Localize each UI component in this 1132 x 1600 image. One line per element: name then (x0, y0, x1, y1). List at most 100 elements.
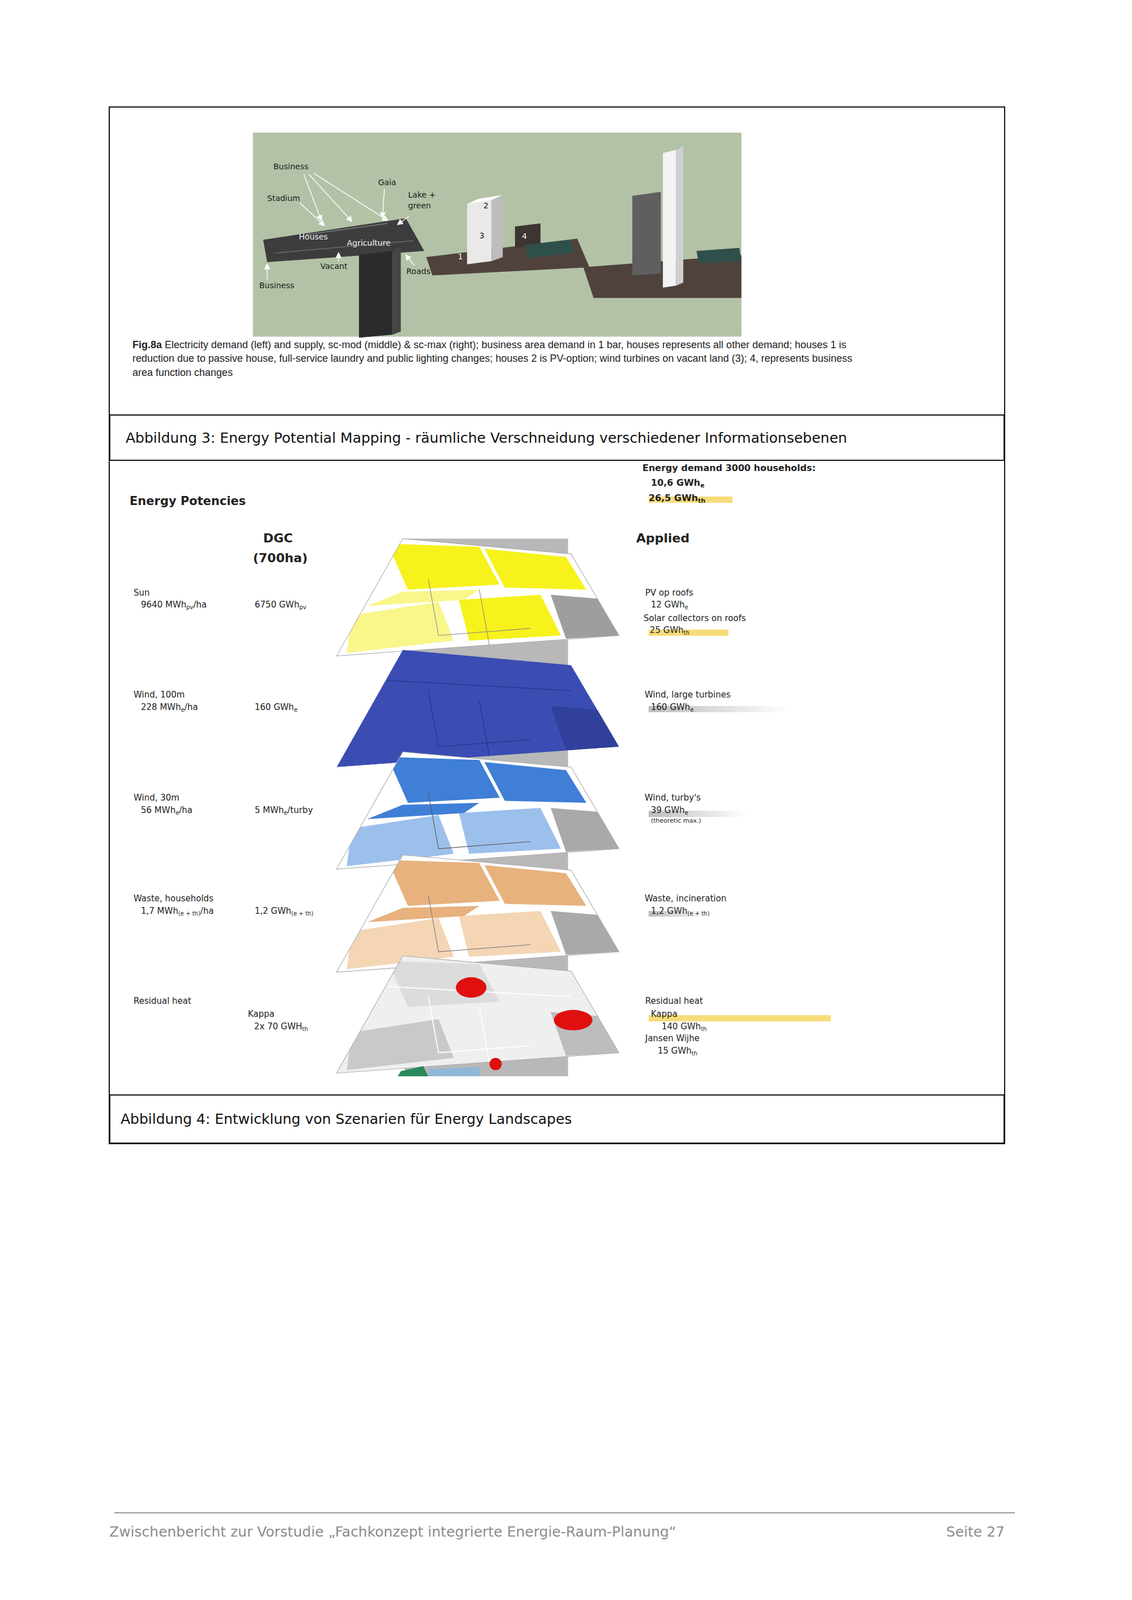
figure-label: 1,2 GWh (254, 905, 292, 916)
text-line: Waste, incineration (644, 893, 727, 904)
text-line: Gaia (378, 177, 397, 188)
text-line: Kappa (247, 1008, 275, 1020)
figure-label: Energy demand 3000 households: (642, 462, 816, 474)
text-line: Roads (406, 266, 431, 277)
unit-subscript: e (175, 809, 179, 816)
figure-label: 160 GWh (254, 701, 294, 713)
figure-label: Residual heat (645, 995, 703, 1006)
figure-label: 12 GWh (650, 599, 685, 610)
figure-label: 10,6 GWh (650, 477, 701, 488)
text-line: 2x 70 GWHth (254, 1021, 308, 1033)
figure-label: Wind, large turbines (644, 689, 731, 700)
figure-label: Seite 27 (946, 1523, 1005, 1540)
unit-subscript: th (697, 496, 706, 505)
text-line: Agriculture (346, 238, 391, 249)
text-line: 5 MWhe/turby (254, 804, 313, 817)
figure-label: Kappa (650, 1008, 678, 1019)
text-line: 160 GWhe (254, 701, 298, 714)
unit-subscript: e (700, 481, 705, 490)
unit-subscript: e (181, 706, 185, 713)
text-line: Residual heat (645, 995, 703, 1007)
text-line: Residual heat (133, 995, 192, 1007)
text-line: 6750 GWhpv (254, 599, 307, 612)
text-line: Sun (133, 587, 150, 599)
figure-label: 2x 70 GWH (254, 1021, 303, 1032)
unit-subscript: (e + th) (178, 910, 201, 917)
figure-label: (theoretic max.) (650, 816, 702, 825)
text-line: Stadium (267, 193, 300, 204)
text-line: PV op roofs (645, 587, 694, 599)
text-line: Solar collectors on roofs (643, 612, 746, 624)
text-line: 140 GWhth (661, 1021, 707, 1033)
text-line: 3 (479, 230, 485, 242)
text-line: Business (273, 161, 309, 173)
caption-text: Abbildung 3: Energy Potential Mapping - … (125, 429, 848, 447)
unit-subscript: th (691, 1049, 698, 1057)
text-line: 160 GWhe (650, 701, 694, 714)
figure-label: Houses (298, 232, 328, 242)
figure-label: 4 (521, 231, 527, 241)
unit-subscript: e (284, 809, 288, 816)
text-line: Wind, 100m (133, 689, 185, 701)
text-line: (700ha) (253, 550, 308, 566)
figure-label: Wind, turby's (644, 792, 701, 803)
text-line: Wind, large turbines (644, 689, 731, 701)
text-line: Jansen Wijhe (645, 1032, 700, 1044)
figure-label: Kappa (247, 1008, 275, 1019)
text-line: 9640 MWhpv/ha (140, 599, 207, 612)
text-line: Wind, turby's (644, 792, 701, 804)
text-line: (theoretic max.) (650, 816, 702, 825)
table-border (109, 106, 1005, 1144)
caption-text: Abbildung 4: Entwicklung von Szenarien f… (120, 1110, 572, 1127)
figure-label: Solar collectors on roofs (643, 612, 746, 624)
figure-label: Energy Potencies (129, 494, 246, 508)
figure-label: 5 MWh (254, 804, 285, 816)
text-line: Applied (636, 530, 690, 547)
unit-subscript: e (293, 706, 298, 713)
text-line: Business (259, 280, 295, 291)
figure-label: Agriculture (346, 238, 391, 248)
figure-label: 228 MWh (140, 701, 182, 713)
unit-subscript: (e + th) (291, 910, 314, 917)
text-line: Vacant (320, 261, 348, 272)
figure-label: Business (259, 280, 295, 290)
text-line: 1,7 MWh(e + th)/ha (140, 905, 214, 918)
text-line: Kappa (650, 1008, 678, 1020)
figure-label: 26,5 GWh (648, 492, 698, 504)
text-line: Energy Potencies (129, 493, 246, 509)
figure-label: 1,7 MWh (140, 905, 179, 916)
text-line: 2 (483, 200, 489, 212)
figure-label: DGC (263, 530, 293, 546)
text-line: 1 (457, 251, 463, 263)
text-line: Wind, 30m (133, 792, 180, 804)
text-line: Lake + green (408, 189, 444, 212)
figure-label: Jansen Wijhe (645, 1032, 700, 1044)
unit-subscript: e (684, 603, 689, 611)
text-line: Zwischenbericht zur Vorstudie „Fachkonze… (109, 1522, 677, 1541)
figure-label: Waste, households (133, 893, 214, 904)
unit-subscript: th (700, 1025, 707, 1032)
figure-label: 2 (483, 200, 489, 210)
unit-subscript: (e + th) (687, 910, 710, 917)
figure-label: /ha (184, 701, 199, 713)
figure-label: 160 GWh (650, 701, 690, 713)
text-line: Energy demand 3000 households: (642, 462, 816, 474)
text-line: 26,5 GWhth (648, 492, 706, 505)
text-line: Houses (298, 232, 328, 243)
figure-label: Gaia (378, 177, 397, 187)
figure-label: Roads (406, 266, 431, 276)
text-line: 1,2 GWh(e + th) (650, 905, 710, 918)
figure-label: 6750 GWh (254, 599, 300, 610)
figure-label: /ha (193, 599, 208, 610)
text-line: 228 MWhe/ha (140, 701, 199, 714)
unit-subscript: pv (186, 603, 194, 611)
text-line: 56 MWhe/ha (140, 804, 193, 817)
figure-label: PV op roofs (645, 587, 694, 598)
text-line: 1,2 GWh(e + th) (254, 905, 314, 918)
text-line: 4 (521, 231, 527, 242)
figure-label: Wind, 30m (133, 792, 180, 803)
figure-label: Vacant (320, 261, 348, 271)
figure-label: Fig.8a (132, 339, 162, 351)
figure-label: Business (273, 161, 309, 171)
unit-subscript: e (684, 809, 689, 816)
